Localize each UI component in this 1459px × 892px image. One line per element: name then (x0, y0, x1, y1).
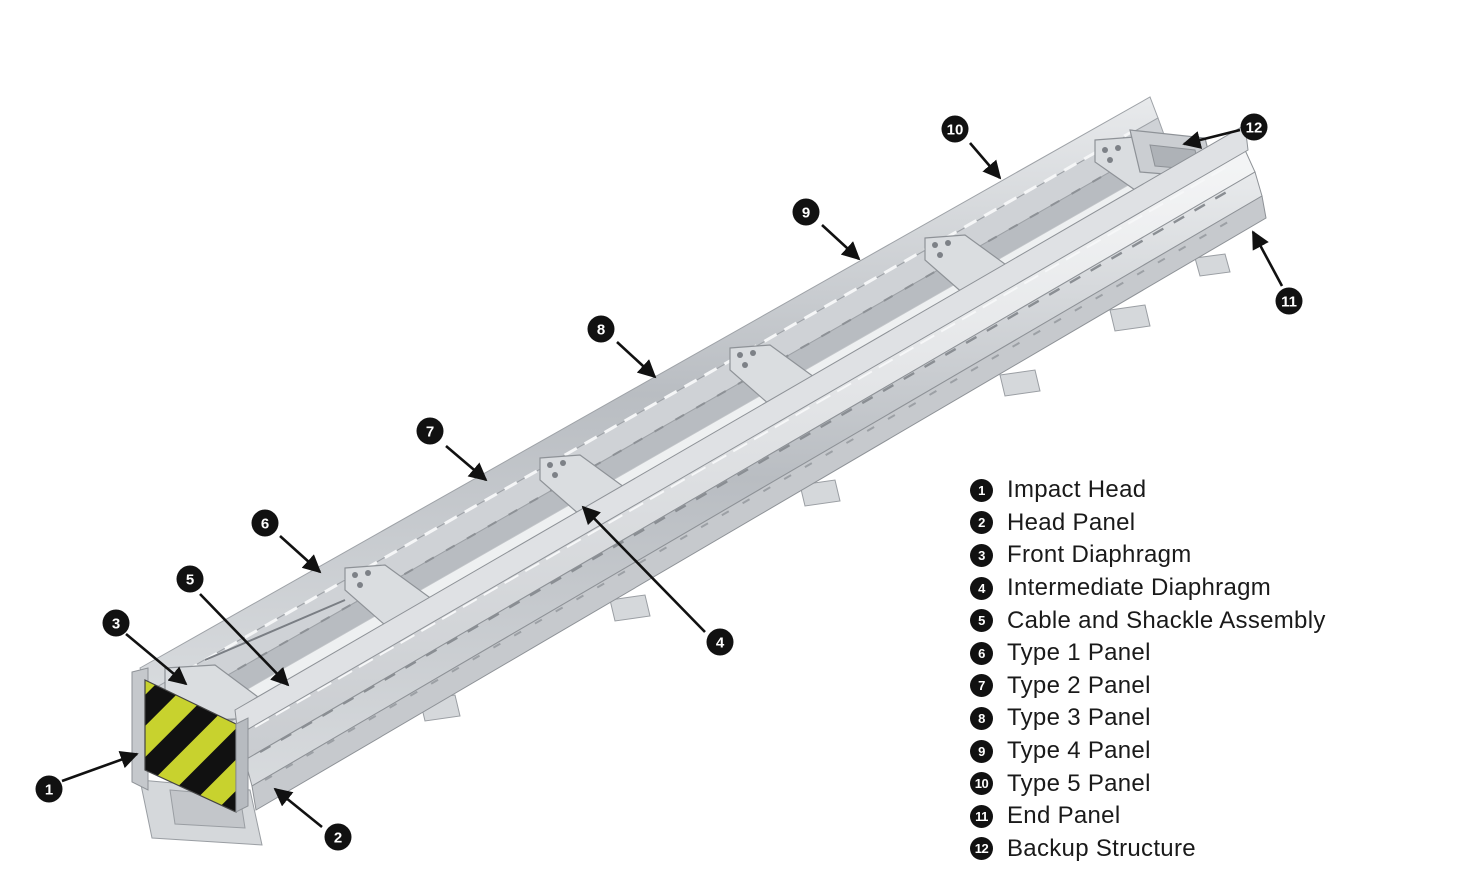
leader-11 (1251, 230, 1284, 287)
callout-leaders (61, 128, 1284, 829)
legend-label: End Panel (1007, 802, 1121, 830)
callout-7-number: 7 (426, 424, 434, 441)
legend-label: Front Diaphragm (1007, 541, 1192, 569)
callout-11-number: 11 (1281, 294, 1297, 311)
leader-8 (616, 341, 657, 379)
leader-3 (125, 633, 188, 686)
legend-badge: 3 (970, 543, 993, 567)
cable (204, 599, 346, 661)
legend-item: 11 End Panel (970, 800, 1440, 833)
callout-9: 9 (792, 198, 820, 226)
legend-label: Backup Structure (1007, 834, 1196, 862)
legend-badge: 4 (970, 576, 993, 600)
leader-12 (1182, 128, 1241, 149)
legend-badge: 5 (970, 609, 993, 633)
legend-item: 4 Intermediate Diaphragm (970, 572, 1440, 605)
legend-badge: 11 (970, 804, 993, 828)
callout-10-number: 10 (947, 122, 964, 139)
legend-item: 10 Type 5 Panel (970, 767, 1440, 800)
legend-badge: 9 (970, 739, 993, 763)
legend-badge: 6 (970, 641, 993, 665)
leader-1 (61, 750, 139, 783)
callout-2-number: 2 (334, 830, 342, 847)
callout-3-number: 3 (112, 616, 120, 633)
callout-7: 7 (416, 417, 444, 445)
leader-4 (581, 505, 706, 633)
callout-10: 10 (941, 115, 969, 143)
leader-9 (821, 224, 861, 261)
callout-1: 1 (35, 775, 63, 803)
legend-item: 7 Type 2 Panel (970, 670, 1440, 703)
near-side-panels (234, 124, 1267, 811)
legend-label: Type 2 Panel (1007, 671, 1151, 699)
callout-5: 5 (176, 565, 204, 593)
legend-badge: 12 (970, 837, 993, 861)
legend-label: Type 4 Panel (1007, 737, 1151, 765)
callout-4: 4 (706, 628, 734, 656)
legend-item: 5 Cable and Shackle Assembly (970, 604, 1440, 637)
bolt-clusters (352, 145, 1121, 588)
legend-badge: 1 (970, 478, 993, 502)
legend-item: 2 Head Panel (970, 507, 1440, 540)
legend-label: Type 5 Panel (1007, 769, 1151, 797)
parts-legend: 1 Impact Head 2 Head Panel 3 Front Diaph… (970, 474, 1440, 865)
legend-item: 12 Backup Structure (970, 833, 1440, 866)
legend-label: Intermediate Diaphragm (1007, 574, 1272, 602)
legend-label: Cable and Shackle Assembly (1007, 606, 1326, 634)
legend-item: 8 Type 3 Panel (970, 702, 1440, 735)
callout-8-number: 8 (597, 322, 605, 339)
callout-11: 11 (1275, 287, 1303, 315)
legend-item: 1 Impact Head (970, 474, 1440, 507)
callout-12: 12 (1240, 113, 1268, 141)
callout-12-number: 12 (1246, 120, 1263, 137)
callout-5-number: 5 (186, 572, 194, 589)
leader-10 (969, 142, 1002, 180)
callout-3: 3 (102, 609, 130, 637)
callout-badges: 1 2 3 4 5 6 7 8 (35, 113, 1303, 851)
legend-badge: 7 (970, 674, 993, 698)
legend-label: Type 1 Panel (1007, 639, 1151, 667)
callout-6: 6 (251, 509, 279, 537)
leader-6 (279, 535, 322, 574)
legend-badge: 2 (970, 511, 993, 535)
barrier-structure (131, 96, 1267, 846)
legend-label: Type 3 Panel (1007, 704, 1151, 732)
callout-2: 2 (324, 823, 352, 851)
leader-5 (199, 593, 290, 687)
legend-label: Head Panel (1007, 508, 1136, 536)
legend-badge: 8 (970, 706, 993, 730)
legend-badge: 10 (970, 772, 993, 796)
callout-8: 8 (587, 315, 615, 343)
callout-4-number: 4 (716, 635, 725, 652)
legend-item: 9 Type 4 Panel (970, 735, 1440, 768)
callout-6-number: 6 (261, 516, 269, 533)
leader-2 (273, 787, 323, 829)
callout-1-number: 1 (45, 782, 53, 799)
legend-item: 3 Front Diaphragm (970, 539, 1440, 572)
callout-9-number: 9 (802, 205, 810, 222)
legend-label: Impact Head (1007, 476, 1147, 504)
leader-7 (445, 445, 488, 482)
legend-item: 6 Type 1 Panel (970, 637, 1440, 670)
